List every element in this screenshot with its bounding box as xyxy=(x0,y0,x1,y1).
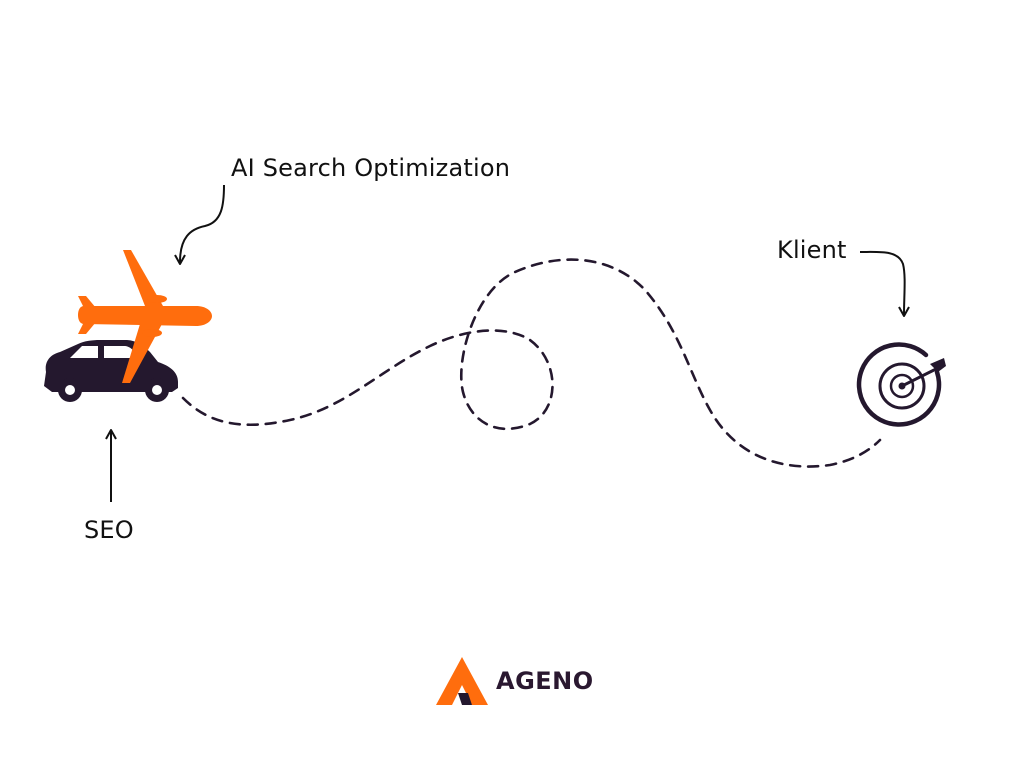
ageno-logo: AGENO xyxy=(436,656,594,706)
seo-arrow-icon xyxy=(105,429,117,502)
ai-search-optimization-label: AI Search Optimization xyxy=(231,154,511,182)
car-icon xyxy=(44,340,178,402)
klient-label: Klient xyxy=(777,236,847,264)
target-icon xyxy=(856,342,946,427)
logo-wordmark: AGENO xyxy=(496,667,594,695)
journey-path xyxy=(181,258,882,468)
seo-label: SEO xyxy=(84,516,134,544)
ai-search-arrow-icon xyxy=(174,184,225,265)
ageno-logo-icon xyxy=(436,657,488,705)
klient-arrow-icon xyxy=(859,250,910,317)
airplane-icon xyxy=(78,250,212,383)
